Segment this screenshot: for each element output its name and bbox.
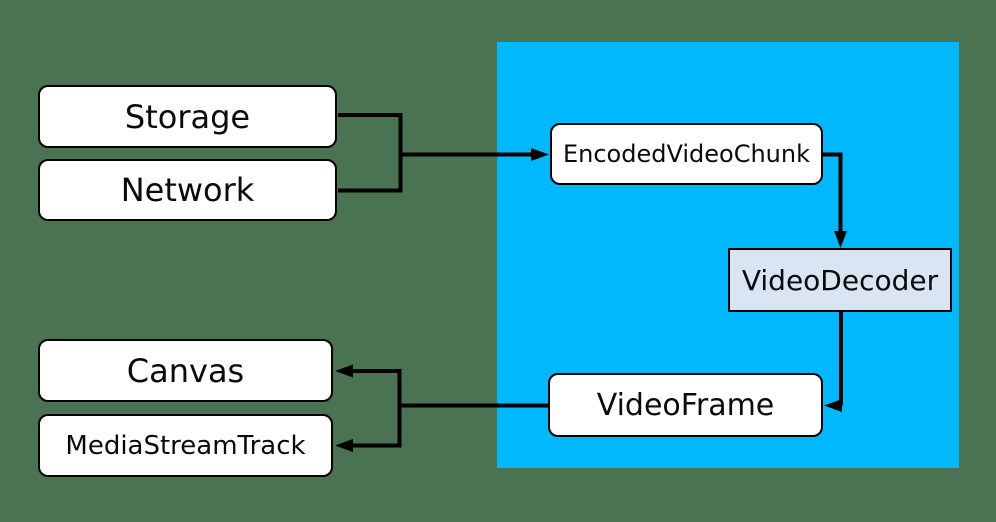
node-mediastreamtrack: MediaStreamTrack	[38, 414, 333, 477]
arrowhead-into-mediastreamtrack	[335, 439, 353, 452]
node-canvas-label: Canvas	[126, 351, 245, 390]
node-videodecoder-label: VideoDecoder	[741, 263, 939, 297]
node-encodedvideochunk: EncodedVideoChunk	[550, 123, 823, 185]
arrowhead-into-videoframe	[824, 399, 842, 412]
edge-split-junction	[352, 369, 402, 448]
node-encodedvideochunk-label: EncodedVideoChunk	[562, 140, 811, 168]
edge-storage-network-junction	[338, 113, 403, 193]
edge-encodedvideochunk-to-videodecoder	[823, 152, 843, 232]
node-videodecoder: VideoDecoder	[728, 248, 952, 312]
node-storage: Storage	[38, 85, 337, 148]
node-canvas: Canvas	[38, 339, 333, 402]
node-mediastreamtrack-label: MediaStreamTrack	[65, 430, 306, 461]
node-videoframe-label: VideoFrame	[596, 387, 775, 423]
arrowhead-into-videodecoder	[834, 231, 847, 248]
node-storage-label: Storage	[124, 97, 251, 136]
node-videoframe: VideoFrame	[548, 373, 823, 437]
node-network: Network	[38, 159, 337, 221]
node-network-label: Network	[120, 171, 255, 209]
arrowhead-into-canvas	[335, 364, 353, 378]
arrowhead-into-encodedvideochunk	[531, 148, 549, 161]
